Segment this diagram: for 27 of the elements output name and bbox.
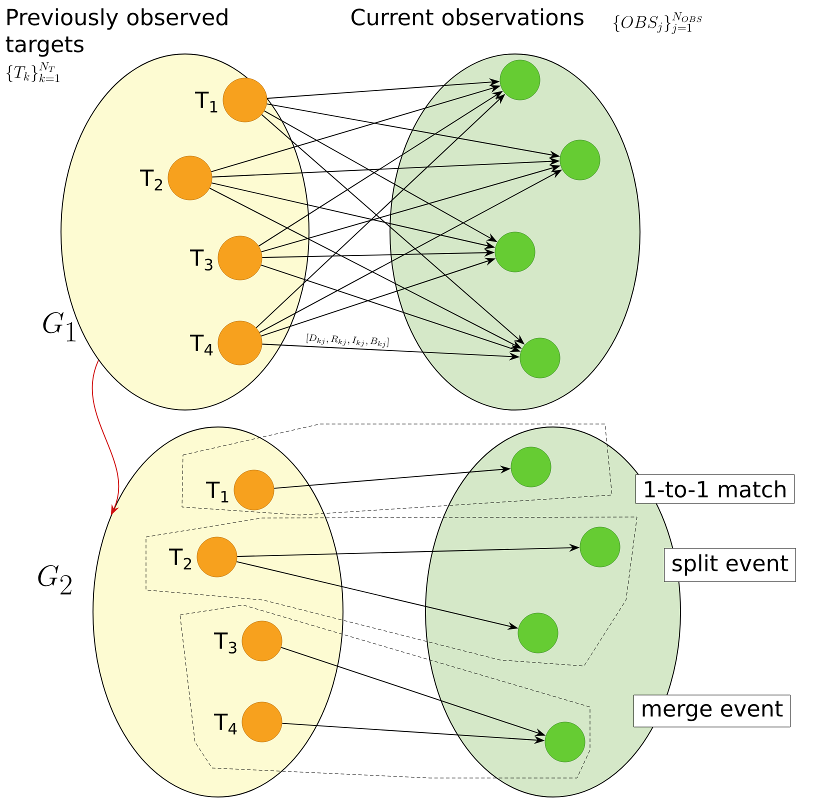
observation-circle xyxy=(510,446,552,488)
observation-circle xyxy=(518,612,558,654)
observation-circle xyxy=(544,722,586,762)
event-label-box: 1-to-1 match xyxy=(635,474,795,504)
formula-label: $\{OBS_j\}_{j=1}^{N_{OBS}}$ xyxy=(613,12,702,34)
event-label-box: split event xyxy=(664,548,796,582)
observation-circle xyxy=(560,140,600,180)
target-label: T$_{4}$ xyxy=(214,714,237,734)
target-label: T$_{1}$ xyxy=(206,482,228,502)
graph-label: $G_2$ xyxy=(38,565,72,594)
observation-circle xyxy=(580,526,620,568)
observation-circle xyxy=(494,232,536,272)
target-label: T$_{3}$ xyxy=(190,250,212,271)
target-label: T$_{2}$ xyxy=(169,548,192,570)
edge-label: $[D_{kj}, R_{kj}, I_{kj}, B_{kj}]$ xyxy=(304,332,391,350)
heading: Current observations xyxy=(352,8,584,26)
target-label: T$_{4}$ xyxy=(190,334,213,356)
target-label: T$_{1}$ xyxy=(195,92,218,112)
heading: Previously observed targets xyxy=(6,8,228,57)
group-ellipse xyxy=(92,426,344,798)
graph-label: $G_1$ xyxy=(43,312,76,342)
target-label: T$_{2}$ xyxy=(140,170,162,190)
formula-label: $\{T_k\}_{k=1}^{N_T}$ xyxy=(6,62,60,82)
observation-circle xyxy=(520,338,560,378)
observation-circle xyxy=(500,60,540,100)
event-label-box: merge event xyxy=(634,694,790,728)
target-label: T$_{3}$ xyxy=(214,632,236,654)
